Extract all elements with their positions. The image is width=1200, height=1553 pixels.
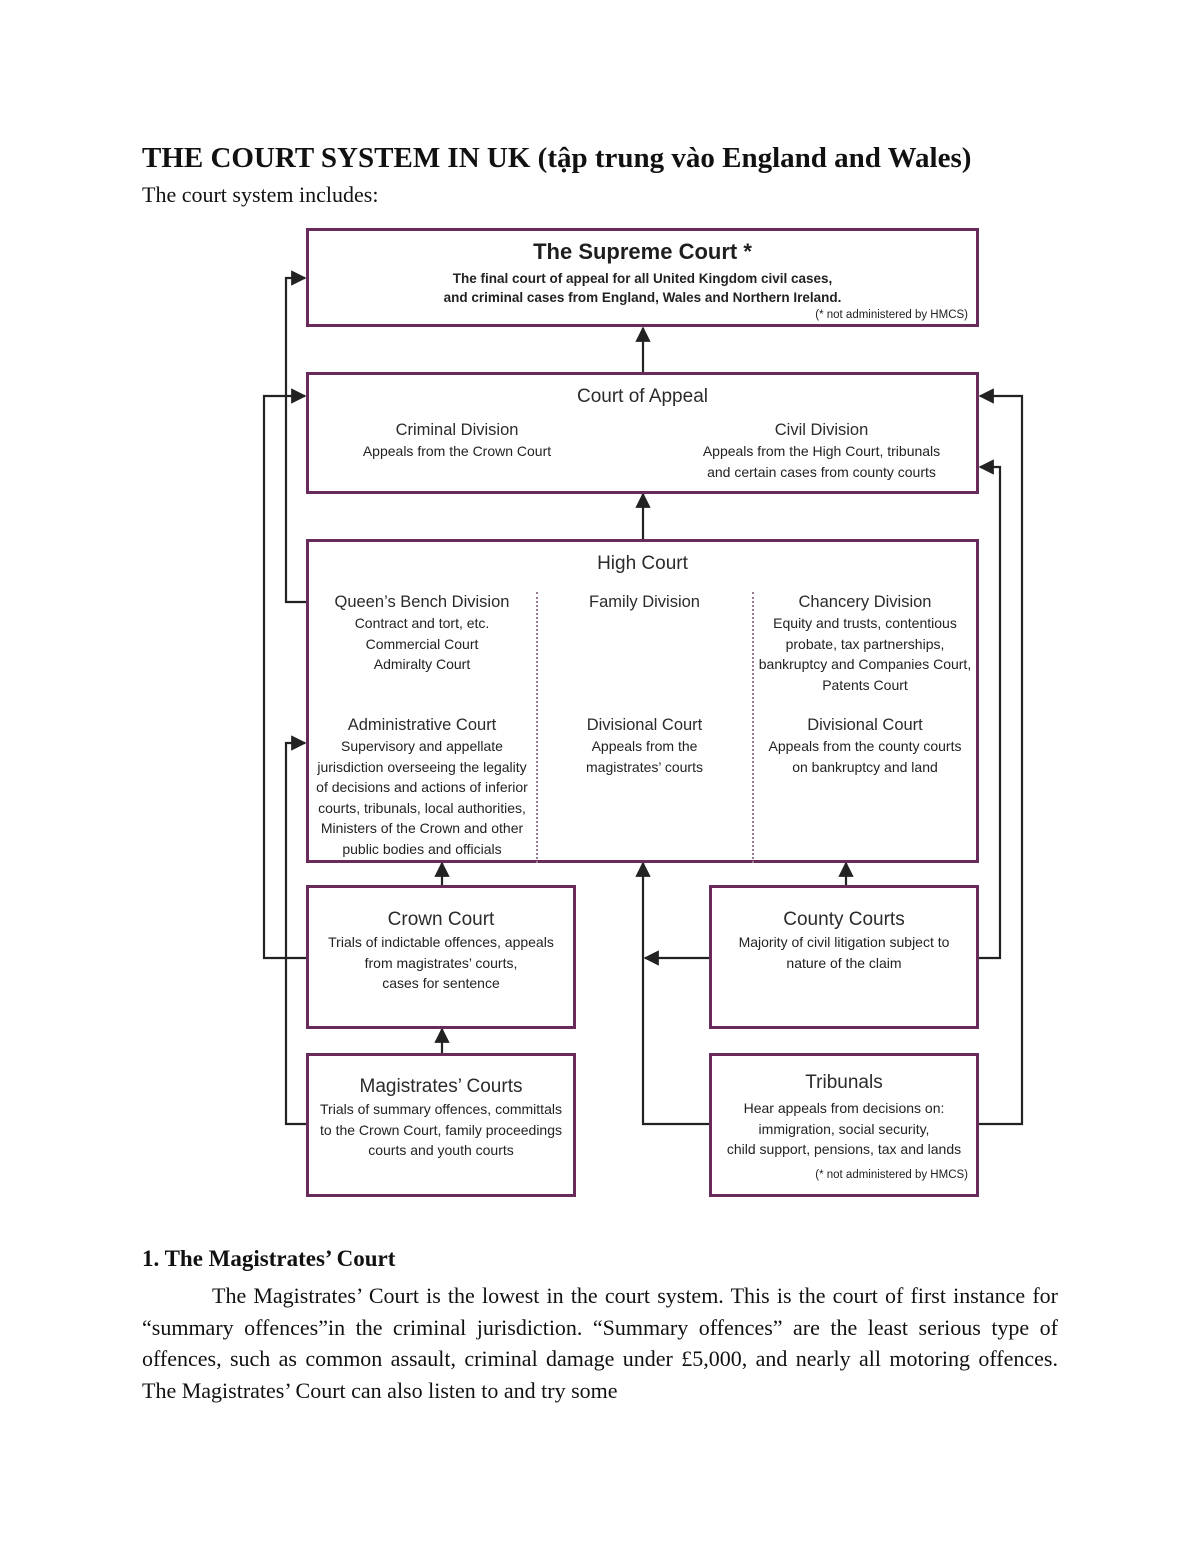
divisional-court-family: Divisional Court Appeals from the magist… xyxy=(539,715,750,777)
supreme-court-title: The Supreme Court * xyxy=(533,239,752,264)
crown-court-line: cases for sentence xyxy=(382,975,500,991)
high-court-box: High Court Queen’s Bench Division Contra… xyxy=(306,539,979,863)
chancery-division-line: Equity and trusts, contentious xyxy=(773,615,957,631)
civil-division-heading: Civil Division xyxy=(774,421,869,439)
county-courts-line: Majority of civil litigation subject to xyxy=(738,934,950,950)
administrative-court-heading: Administrative Court xyxy=(347,716,497,734)
arrow-county-to-civil-division xyxy=(978,459,1002,960)
magistrates-courts-line: courts and youth courts xyxy=(368,1142,514,1158)
chancery-division-line: Patents Court xyxy=(822,676,908,693)
queens-bench-division: Queen’s Bench Division Contract and tort… xyxy=(311,592,533,675)
chancery-division-line: bankruptcy and Companies Court, xyxy=(758,656,972,672)
magistrates-courts-line: Trials of summary offences, committals xyxy=(320,1101,562,1117)
divisional-court-family-line: Appeals from the xyxy=(591,738,698,754)
queens-bench-line: Admiralty Court xyxy=(373,656,471,672)
magistrates-courts-line: to the Crown Court, family proceedings xyxy=(320,1121,562,1138)
crown-court-title: Crown Court xyxy=(387,909,495,930)
page-title: THE COURT SYSTEM IN UK (tập trung vào En… xyxy=(142,142,972,174)
tribunals-line: child support, pensions, tax and lands xyxy=(726,1141,962,1157)
divisional-court-family-line: magistrates’ courts xyxy=(586,758,703,775)
criminal-division-desc: Appeals from the Crown Court xyxy=(362,443,552,459)
crown-court-line: from magistrates’ courts, xyxy=(364,954,518,971)
magistrates-courts-title: Magistrates’ Courts xyxy=(359,1076,523,1097)
administrative-court-line: Supervisory and appellate xyxy=(341,738,503,754)
court-of-appeal-title: Court of Appeal xyxy=(577,386,708,407)
criminal-division: Criminal Division Appeals from the Crown… xyxy=(327,420,587,462)
crown-court-line: Trials of indictable offences, appeals xyxy=(328,934,554,950)
tribunals-line: Hear appeals from decisions on: xyxy=(743,1100,945,1116)
chancery-division-line: probate, tax partnerships, xyxy=(785,635,945,652)
chancery-division-heading: Chancery Division xyxy=(798,593,932,611)
family-division: Family Division xyxy=(539,592,750,613)
civil-division-desc-line: and certain cases from county courts xyxy=(707,463,936,480)
crown-court-box: Crown Court Trials of indictable offence… xyxy=(306,885,576,1029)
magistrates-courts-box: Magistrates’ Courts Trials of summary of… xyxy=(306,1053,576,1197)
county-courts-line: nature of the claim xyxy=(786,954,902,971)
divisional-court-chancery-line: on bankruptcy and land xyxy=(792,758,938,775)
court-of-appeal-box: Court of Appeal Criminal Division Appeal… xyxy=(306,372,979,494)
divisional-court-chancery-heading: Divisional Court xyxy=(807,716,923,734)
high-court-column-divider xyxy=(536,592,538,863)
supreme-court-box: The Supreme Court * The final court of a… xyxy=(306,228,979,327)
administrative-court-line: courts, tribunals, local authorities, xyxy=(318,799,526,816)
supreme-court-description: The final court of appeal for all United… xyxy=(309,269,976,307)
tribunals-box: Tribunals Hear appeals from decisions on… xyxy=(709,1053,979,1197)
tribunals-note: (* not administered by HMCS) xyxy=(815,1169,968,1181)
tribunals-description: Hear appeals from decisions on: immigrat… xyxy=(712,1098,976,1160)
supreme-court-desc-line: The final court of appeal for all United… xyxy=(452,271,833,286)
civil-division-desc-line: Appeals from the High Court, tribunals xyxy=(702,443,941,459)
administrative-court-line: of decisions and actions of inferior xyxy=(316,779,528,795)
administrative-court: Administrative Court Supervisory and app… xyxy=(311,715,533,859)
supreme-court-desc-line: and criminal cases from England, Wales a… xyxy=(443,290,842,305)
administrative-court-line: public bodies and officials xyxy=(342,840,502,857)
high-court-column-divider xyxy=(752,592,754,863)
queens-bench-line: Contract and tort, etc. xyxy=(354,615,490,631)
page-intro: The court system includes: xyxy=(142,182,379,207)
divisional-court-family-heading: Divisional Court xyxy=(586,716,703,734)
arrow-tribunals-to-appeal xyxy=(978,388,1024,1126)
criminal-division-heading: Criminal Division xyxy=(395,421,519,439)
divisional-court-chancery: Divisional Court Appeals from the county… xyxy=(755,715,975,777)
administrative-court-line: jurisdiction overseeing the legality xyxy=(317,758,527,775)
civil-division: Civil Division Appeals from the High Cou… xyxy=(679,420,964,482)
section-body-magistrates: The Magistrates’ Court is the lowest in … xyxy=(142,1283,1058,1403)
crown-court-description: Trials of indictable offences, appeals f… xyxy=(309,932,573,994)
queens-bench-heading: Queen’s Bench Division xyxy=(334,593,510,611)
tribunals-title: Tribunals xyxy=(805,1072,883,1093)
county-courts-description: Majority of civil litigation subject to … xyxy=(712,932,976,973)
arrow-magistrates-to-admin-court xyxy=(284,735,307,1126)
chancery-division: Chancery Division Equity and trusts, con… xyxy=(755,592,975,695)
county-courts-box: County Courts Majority of civil litigati… xyxy=(709,885,979,1029)
supreme-court-note: (* not administered by HMCS) xyxy=(815,309,968,321)
divisional-court-chancery-line: Appeals from the county courts xyxy=(768,738,962,754)
family-division-heading: Family Division xyxy=(589,593,700,611)
section-heading-magistrates: 1. The Magistrates’ Court xyxy=(142,1246,396,1271)
arrow-tribunals-to-high xyxy=(635,861,709,1126)
high-court-title: High Court xyxy=(597,553,688,574)
arrow-queens-bench-to-supreme xyxy=(284,270,307,604)
queens-bench-line: Commercial Court xyxy=(365,635,479,652)
administrative-court-line: Ministers of the Crown and other xyxy=(320,820,524,836)
magistrates-courts-description: Trials of summary offences, committals t… xyxy=(309,1099,573,1161)
county-courts-title: County Courts xyxy=(783,909,905,930)
tribunals-line: immigration, social security, xyxy=(758,1120,930,1137)
